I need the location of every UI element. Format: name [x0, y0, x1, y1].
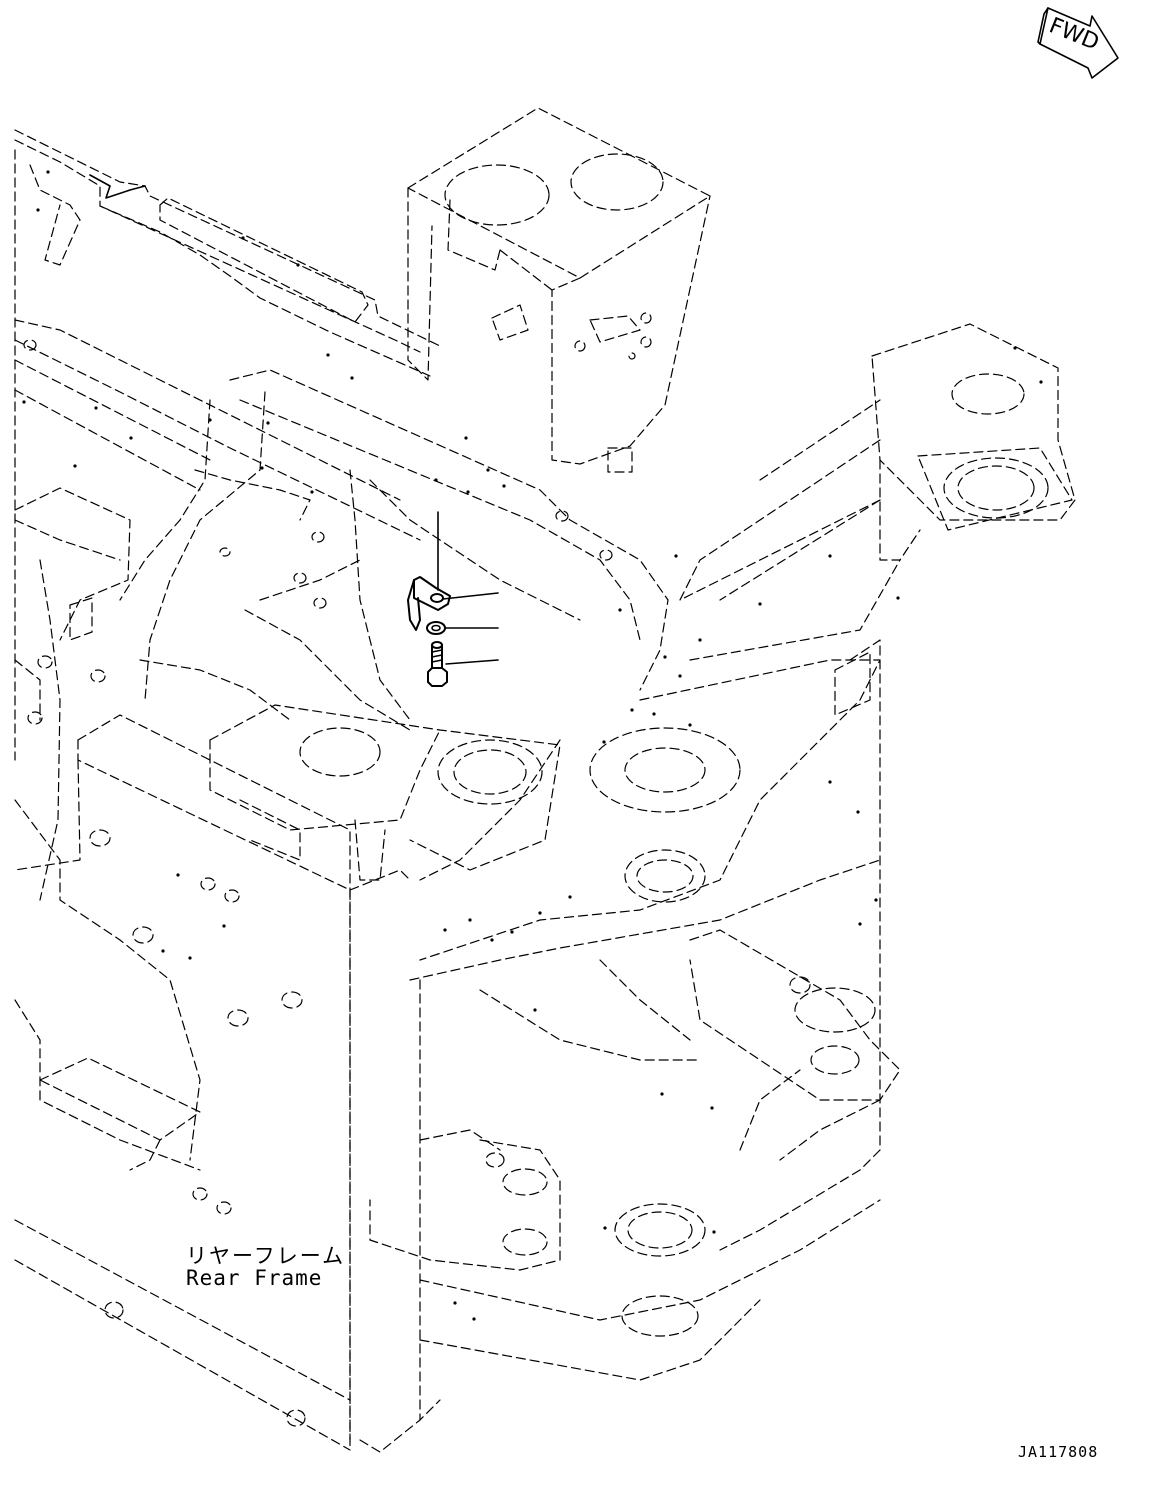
washer-part — [426, 621, 446, 635]
callout-leaders — [442, 592, 499, 665]
lower-right-frame — [419, 1069, 881, 1381]
lower-links — [369, 929, 901, 1421]
upper-frame-rail — [14, 129, 441, 761]
bracket-part — [407, 576, 451, 631]
tower-block — [407, 107, 711, 473]
front-plate — [14, 714, 441, 1453]
bosses — [23, 339, 811, 1427]
part-label-japanese: リヤーフレーム — [186, 1244, 346, 1268]
part-label-english: Rear Frame — [186, 1266, 323, 1290]
rivet-dots — [22, 170, 1043, 1321]
bolt-part — [427, 641, 448, 687]
left-body — [14, 487, 201, 1171]
right-arm — [679, 323, 1076, 661]
central-frame — [119, 369, 669, 731]
fwd-arrow-icon: FWD — [1037, 7, 1119, 79]
mount-pad — [209, 704, 561, 881]
drawing-number: JA117808 — [1018, 1443, 1099, 1461]
frame-tab — [89, 174, 146, 199]
center-pivot-plate — [409, 639, 881, 1151]
fastener-assembly — [407, 511, 499, 687]
